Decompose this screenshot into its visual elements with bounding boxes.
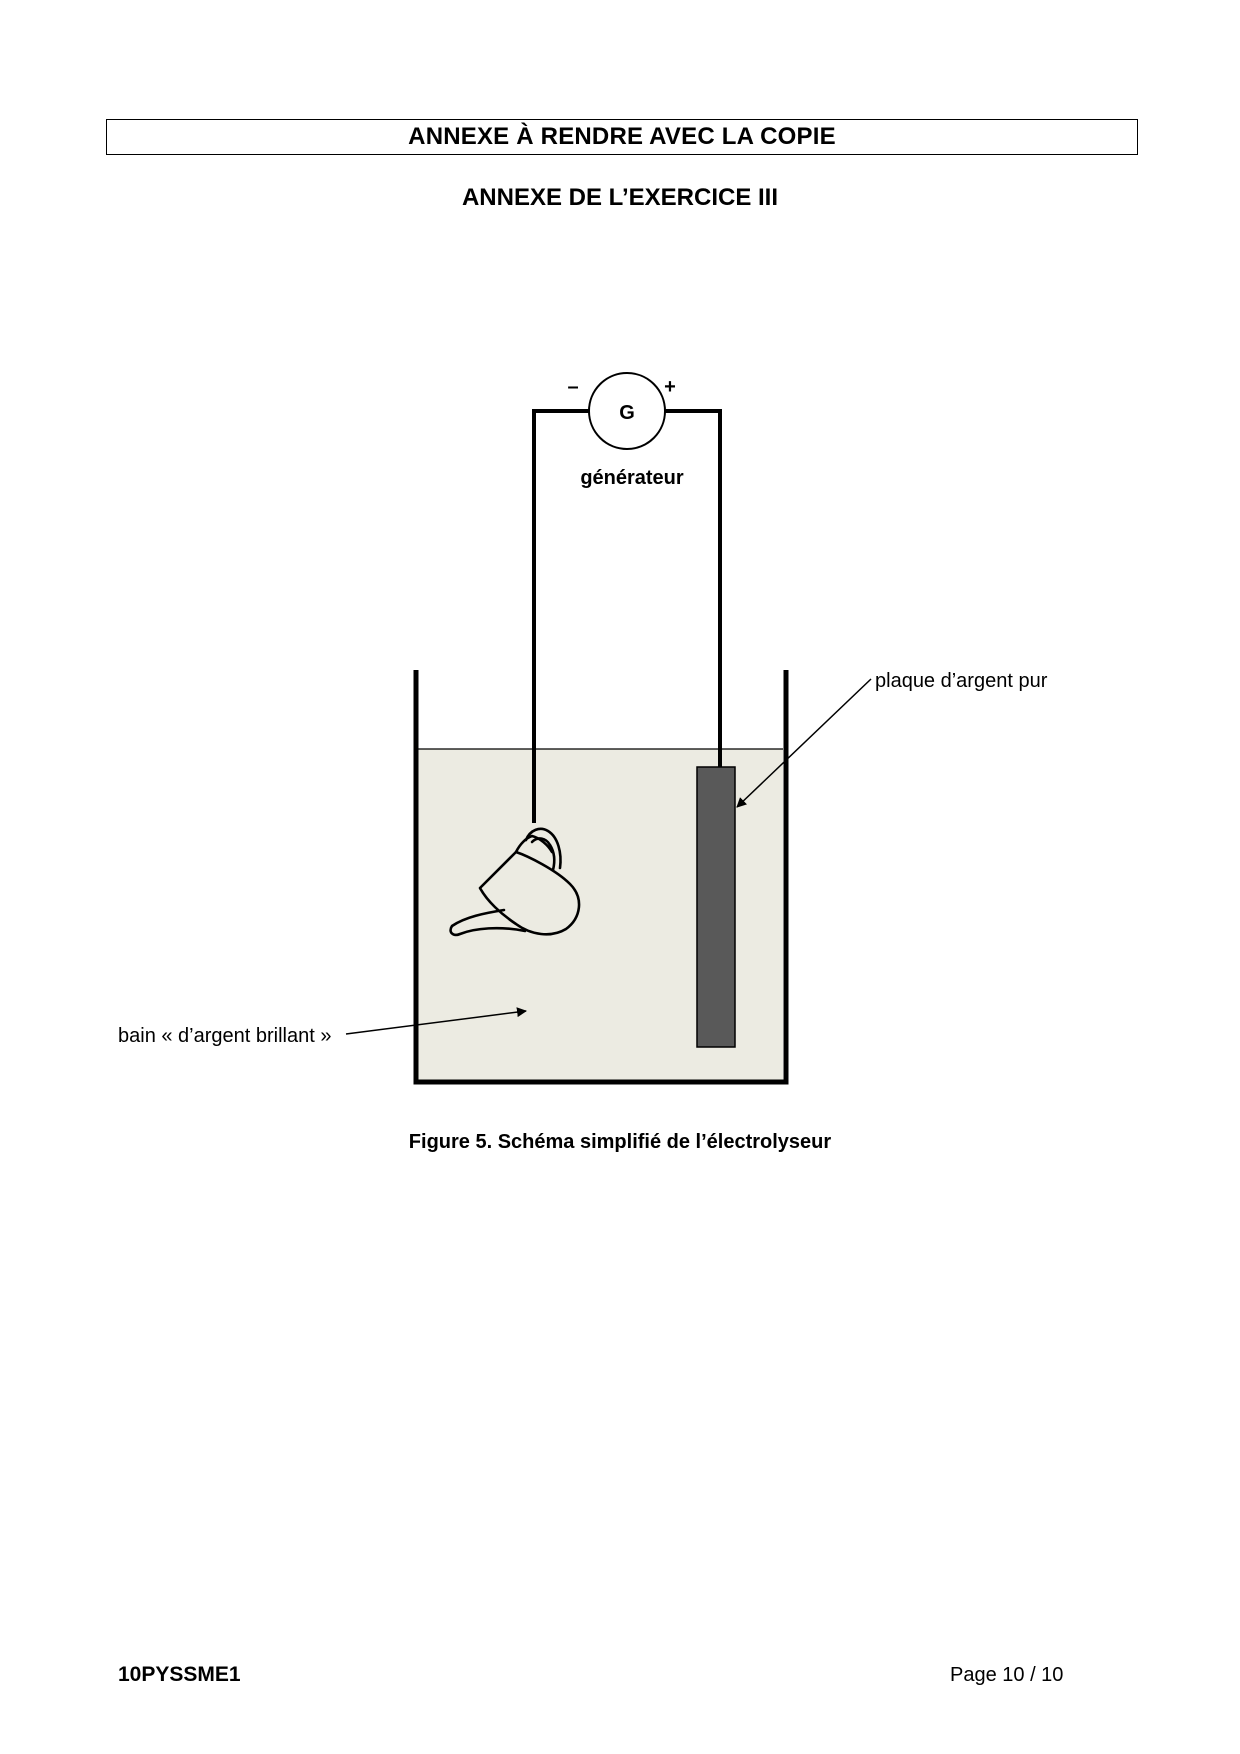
wire-positive — [664, 409, 722, 767]
annex-header-title: ANNEXE À RENDRE AVEC LA COPIE — [408, 123, 836, 150]
generator-label: générateur — [580, 467, 684, 489]
footer-code: 10PYSSME1 — [118, 1663, 241, 1686]
silver-plate — [696, 766, 736, 1048]
plus-sign: + — [664, 376, 676, 398]
beaker — [413, 670, 789, 1085]
bath-label: bain « d’argent brillant » — [118, 1025, 331, 1047]
plate-label: plaque d’argent pur — [875, 670, 1048, 692]
figure-caption: Figure 5. Schéma simplifié de l’électrol… — [408, 1131, 832, 1153]
minus-sign: – — [567, 376, 578, 398]
bath-label-arrow — [345, 1007, 527, 1035]
generator-circle — [588, 372, 666, 450]
section-title: ANNEXE DE L’EXERCICE III — [461, 184, 779, 211]
page-number: Page 10 / 10 — [950, 1664, 1064, 1686]
wire-negative — [532, 409, 590, 823]
generator-symbol: G — [619, 402, 635, 424]
plate-label-arrow — [736, 678, 872, 808]
annex-header-box: ANNEXE À RENDRE AVEC LA COPIE — [106, 119, 1138, 155]
teapot-icon — [449, 827, 581, 937]
